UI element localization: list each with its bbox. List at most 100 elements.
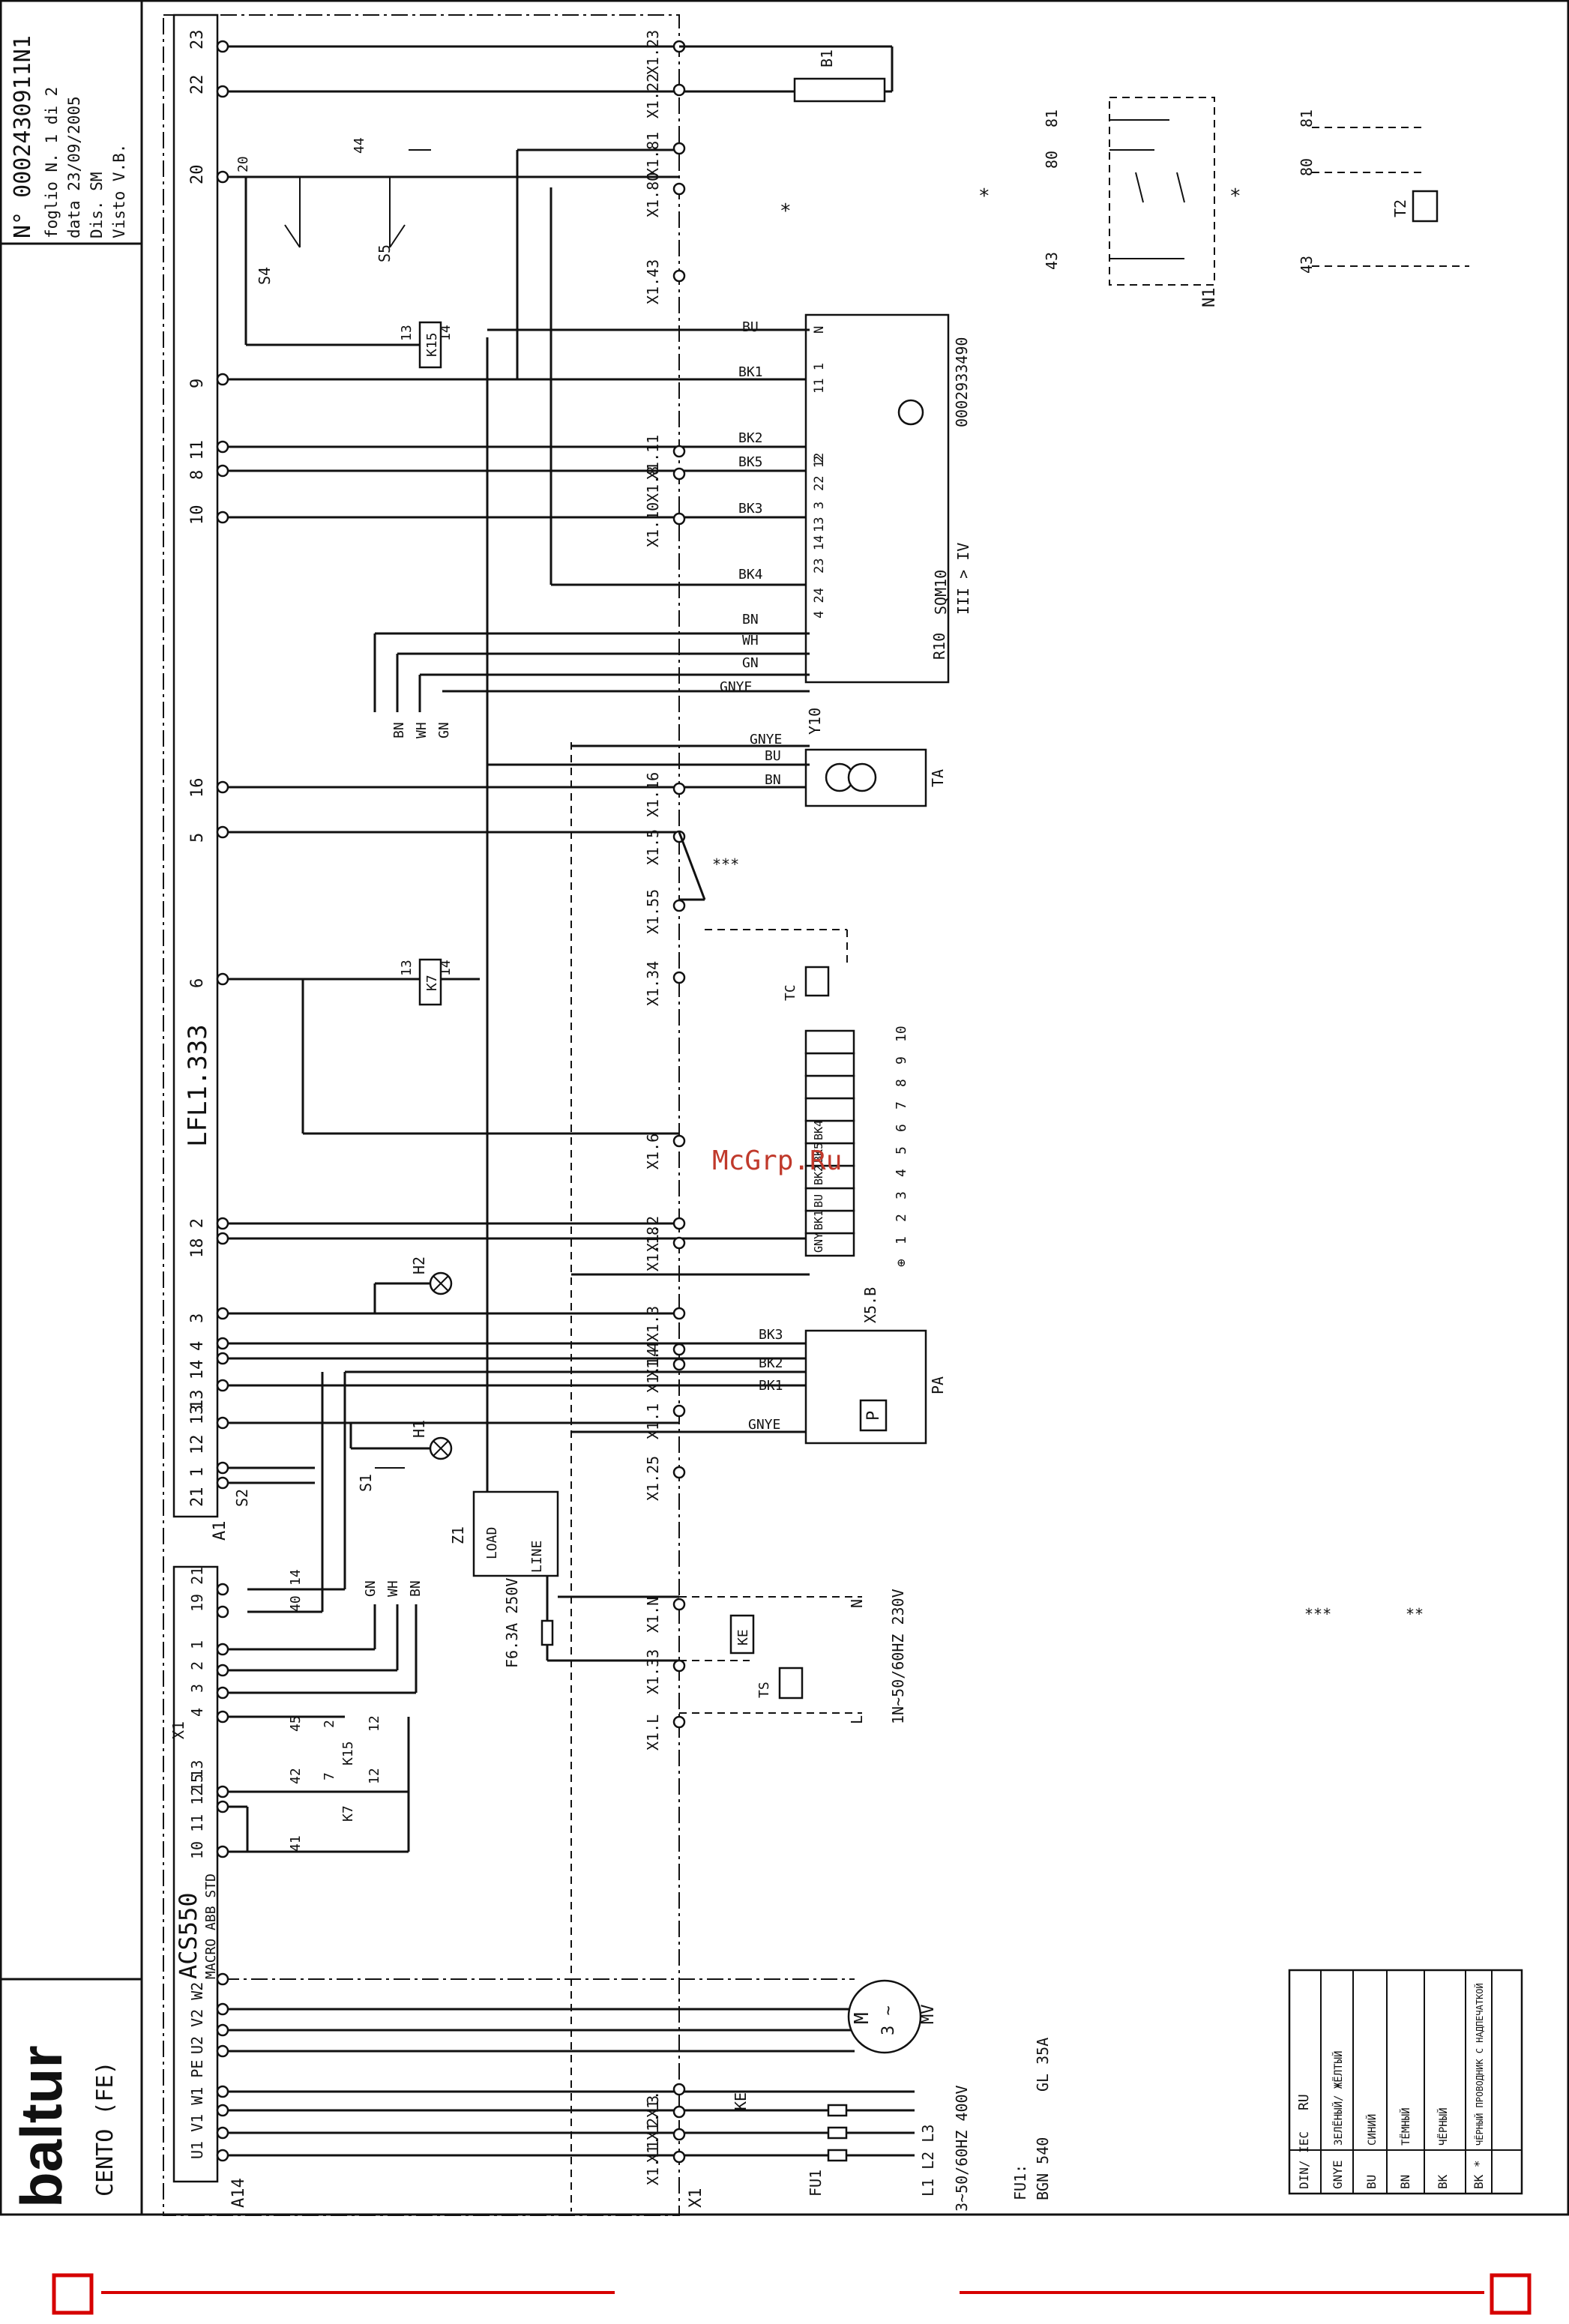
terminal-dot <box>672 971 686 984</box>
x5b-cell <box>804 1142 855 1167</box>
lfl-pin-dot <box>216 825 229 839</box>
svg-text:23 14: 23 14 <box>812 535 827 574</box>
legend-code: BU <box>1364 2175 1379 2189</box>
side-color: WH <box>414 722 430 738</box>
acs-color: BN <box>408 1580 424 1597</box>
supply-l: L <box>848 1715 866 1724</box>
acs-color: WH <box>385 1580 401 1597</box>
lfl-pin: 13 14 <box>188 1360 207 1409</box>
lfl-pin: 20 <box>188 165 207 185</box>
sqm-wire-colors: BU BK1 BK2 BK5 BK3 BK4 BN WH GN GNYE <box>720 319 763 695</box>
star-note: * <box>780 200 792 223</box>
svg-text:19 21: 19 21 <box>188 1567 206 1612</box>
x5b-cell <box>804 1052 855 1077</box>
acs-pin-dot <box>216 2002 229 2016</box>
svg-text:TS: TS <box>756 1682 772 1698</box>
s1-label: S1 <box>357 1474 375 1492</box>
lfl-pin-dot <box>216 1379 229 1392</box>
terminal-dot <box>672 782 686 795</box>
ta-wire: GNYE <box>750 732 782 747</box>
acs-color: GN <box>363 1580 379 1597</box>
x5b-pin-number: 5 <box>894 1146 909 1155</box>
n1-flame-relay <box>1109 97 1215 286</box>
legend-desc: ТЁМНЫЙ <box>1399 2107 1412 2146</box>
star-note: *** <box>712 855 739 873</box>
pa-wire: BK2 <box>759 1355 783 1371</box>
svg-text:12: 12 <box>367 1715 382 1732</box>
acs-pin-dot <box>216 2044 229 2058</box>
doc-date: data 23/09/2005 <box>65 96 83 238</box>
a1-label: A1 <box>211 1521 229 1541</box>
single-phase-supply-label: 1N~50/60HZ 230V <box>889 1589 907 1724</box>
side-color: BN <box>391 722 407 738</box>
terminal-dot <box>672 512 686 526</box>
terminal-dot <box>672 1358 686 1371</box>
legend-code: BN <box>1398 2175 1412 2189</box>
fuse-label: F6.3A 250V <box>503 1578 521 1668</box>
acs-pin-dot <box>216 1605 229 1619</box>
lfl-pin-dot <box>216 1476 229 1490</box>
x5b-pin-number: 1 <box>894 1236 909 1244</box>
x1-strip-label: X1 <box>687 2188 705 2209</box>
footer-box-right <box>1490 2273 1532 2315</box>
svg-text:40: 40 <box>288 1595 304 1612</box>
svg-text:14: 14 <box>288 1569 304 1586</box>
svg-text:GN: GN <box>742 655 759 671</box>
x5b-pin-number: 3 <box>894 1191 909 1199</box>
x5b-cell <box>804 1164 855 1190</box>
x5b-cell-label: BK5 <box>812 1143 825 1163</box>
svg-text:4: 4 <box>188 1708 206 1717</box>
x5b-pin-number: 7 <box>894 1101 909 1110</box>
lfl-pin-dot <box>216 1217 229 1230</box>
svg-text:BK3: BK3 <box>738 501 763 517</box>
k15-pin-label: 14 <box>438 325 454 341</box>
sqm-wires <box>373 328 810 712</box>
acs-pin-dot <box>216 2023 229 2037</box>
h1-lamp <box>429 1436 453 1460</box>
h2-label: H2 <box>410 1256 428 1274</box>
acs-pin-dot <box>216 1785 229 1798</box>
lfl-pin-dot <box>216 1416 229 1430</box>
svg-text:10 11 12 13: 10 11 12 13 <box>188 1760 206 1859</box>
svg-text:BK5: BK5 <box>738 454 763 470</box>
k15-relay-coil <box>418 321 442 369</box>
k7-pin-label: 13 <box>399 960 415 976</box>
sqm-motor-symbol <box>897 399 924 426</box>
svg-text:U1 V1 W1 PE: U1 V1 W1 PE <box>188 2060 206 2159</box>
x5b-pin-number: 10 <box>894 1026 909 1042</box>
x5b-pin-number: 6 <box>894 1124 909 1132</box>
terminal-label: X1.34 <box>644 961 662 1006</box>
terminal-label: X1.22 <box>644 73 662 118</box>
a14-label: A14 <box>229 2178 248 2208</box>
terminal-label: X1.43 <box>644 259 662 304</box>
acs-pin-labels: U1 V1 W1 PE U2 V2 W2 10 11 12 13 15 4 3 … <box>188 1567 206 2159</box>
terminal-label: X1.6 <box>644 1134 662 1169</box>
sqm-pin-labels: N 11 1 2 22 12 13 3 23 14 4 24 <box>812 326 827 618</box>
model-name: CENTO (FE) <box>92 2061 118 2197</box>
terminal-label: X1.5 <box>644 829 662 865</box>
lfl-label: LFL1.333 <box>183 1024 213 1147</box>
terminal-dot <box>672 2083 686 2096</box>
svg-text:BU: BU <box>742 319 759 335</box>
fuse-f63a <box>540 1619 554 1646</box>
supply-n: N <box>848 1599 866 1608</box>
svg-text:KE: KE <box>735 1629 751 1646</box>
lfl-pin: 10 <box>188 505 207 526</box>
lfl-pin-dot <box>216 170 229 184</box>
lfl-pin-dot <box>216 511 229 524</box>
svg-text:GNYE: GNYE <box>720 679 752 695</box>
svg-text:1: 1 <box>188 1640 206 1649</box>
h1-label: H1 <box>410 1420 428 1438</box>
drawn-by: Dis. SM <box>88 172 106 238</box>
terminal-dot <box>672 83 686 97</box>
acs-pin-dot <box>216 1664 229 1677</box>
z1-filter <box>472 1490 559 1577</box>
acs-pin-dot <box>216 2104 229 2117</box>
svg-text:45: 45 <box>288 1715 304 1732</box>
x5b-pin-number: 2 <box>894 1214 909 1222</box>
n1-label: N1 <box>1200 288 1219 308</box>
terminal-label: X1.2 <box>644 1216 662 1252</box>
fu1-label: FU1 <box>807 2170 825 2197</box>
svg-text:11 1: 11 1 <box>812 363 827 394</box>
